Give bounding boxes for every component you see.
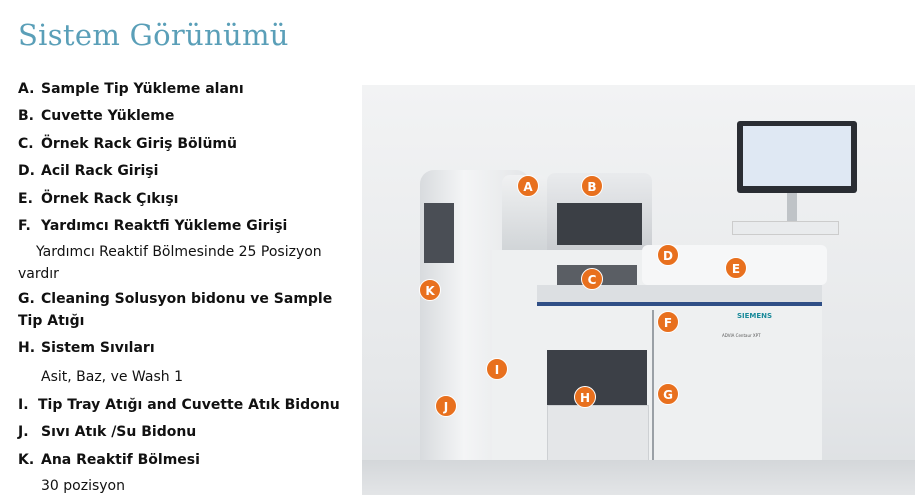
hood-window [557, 203, 642, 245]
list-item-b: B. Cuvette Yükleme [18, 103, 348, 130]
marker-g: G [657, 383, 679, 405]
side-window [424, 203, 454, 263]
item-text: Ana Reaktif Bölmesi [41, 451, 200, 468]
monitor-stand [787, 193, 797, 223]
item-text: Tip Tray Atığı and Cuvette Atık Bidonu [38, 396, 340, 413]
item-text: Acil Rack Girişi [41, 163, 159, 180]
model-label: ADVIA Centaur XPT [722, 333, 761, 338]
item-text: Örnek Rack Giriş Bölümü [41, 135, 237, 152]
item-h-note: Asit, Baz, ve Wash 1 [41, 368, 183, 385]
marker-e: E [725, 257, 747, 279]
item-text: Sıvı Atık /Su Bidonu [41, 424, 197, 441]
item-k-note: 30 pozisyon [41, 478, 125, 495]
floor [362, 460, 915, 495]
marker-k: K [419, 279, 441, 301]
marker-c: C [581, 268, 603, 290]
item-letter: I. [18, 396, 29, 413]
item-letter: B. [18, 108, 34, 125]
brand-label: SIEMENS [737, 312, 773, 320]
rack-shelf [537, 285, 822, 305]
item-letter: G. [18, 291, 35, 308]
fluid-bay [547, 350, 647, 405]
marker-h: H [574, 386, 596, 408]
list-item-k: K. Ana Reaktif Bölmesi [18, 447, 348, 474]
item-letter: K. [18, 451, 35, 468]
analyzer-photo: SIEMENS ADVIA Centaur XPT A B C D E F G … [362, 85, 915, 495]
item-text: Örnek Rack Çıkışı [41, 190, 179, 207]
marker-j: J [435, 395, 457, 417]
item-letter: E. [18, 190, 33, 207]
item-letter: D. [18, 163, 35, 180]
item-text: Yardımcı Reaktfi Yükleme Girişi [41, 218, 288, 235]
blue-stripe [537, 302, 822, 306]
item-letter: H. [18, 340, 36, 357]
list-item-d: D. Acil Rack Girişi [18, 158, 348, 185]
monitor-screen [743, 126, 851, 186]
item-letter: F. [18, 218, 31, 235]
component-list: A. Sample Tip Yükleme alanı B. Cuvette Yük… [18, 76, 348, 498]
list-item-g: G.Cleaning Solusyon bidonu ve Sample Tip… [18, 288, 348, 332]
door-seam [652, 310, 654, 460]
list-item-h: H. Sistem Sıvıları [18, 335, 348, 362]
item-text: Cleaning Solusyon bidonu ve Sample Tip A… [18, 291, 333, 330]
marker-f: F [657, 311, 679, 333]
item-letter: C. [18, 135, 34, 152]
list-item-i: I. Tip Tray Atığı and Cuvette Atık Bidonu [18, 392, 348, 419]
lower-drawer [547, 405, 649, 462]
item-letter: J. [18, 424, 29, 441]
keyboard [732, 221, 839, 235]
list-item-f: F. Yardımcı Reaktfi Yükleme Girişi [18, 213, 348, 240]
list-item-a: A. Sample Tip Yükleme alanı [18, 76, 348, 103]
item-text: Sistem Sıvıları [41, 340, 155, 357]
page-title: Sistem Görünümü [18, 18, 289, 52]
marker-i: I [486, 358, 508, 380]
item-text: Sample Tip Yükleme alanı [41, 81, 244, 97]
marker-d: D [657, 244, 679, 266]
marker-a: A [517, 175, 539, 197]
item-f-note-cont: vardır [18, 266, 59, 283]
item-letter: A. [18, 81, 35, 97]
list-item-e: E. Örnek Rack Çıkışı [18, 186, 348, 213]
item-f-note: Yardımcı Reaktif Bölmesinde 25 Posizyon [36, 244, 322, 261]
list-item-c: C. Örnek Rack Giriş Bölümü [18, 131, 348, 158]
list-item-j: J. Sıvı Atık /Su Bidonu [18, 419, 348, 446]
marker-b: B [581, 175, 603, 197]
item-text: Cuvette Yükleme [41, 108, 175, 125]
